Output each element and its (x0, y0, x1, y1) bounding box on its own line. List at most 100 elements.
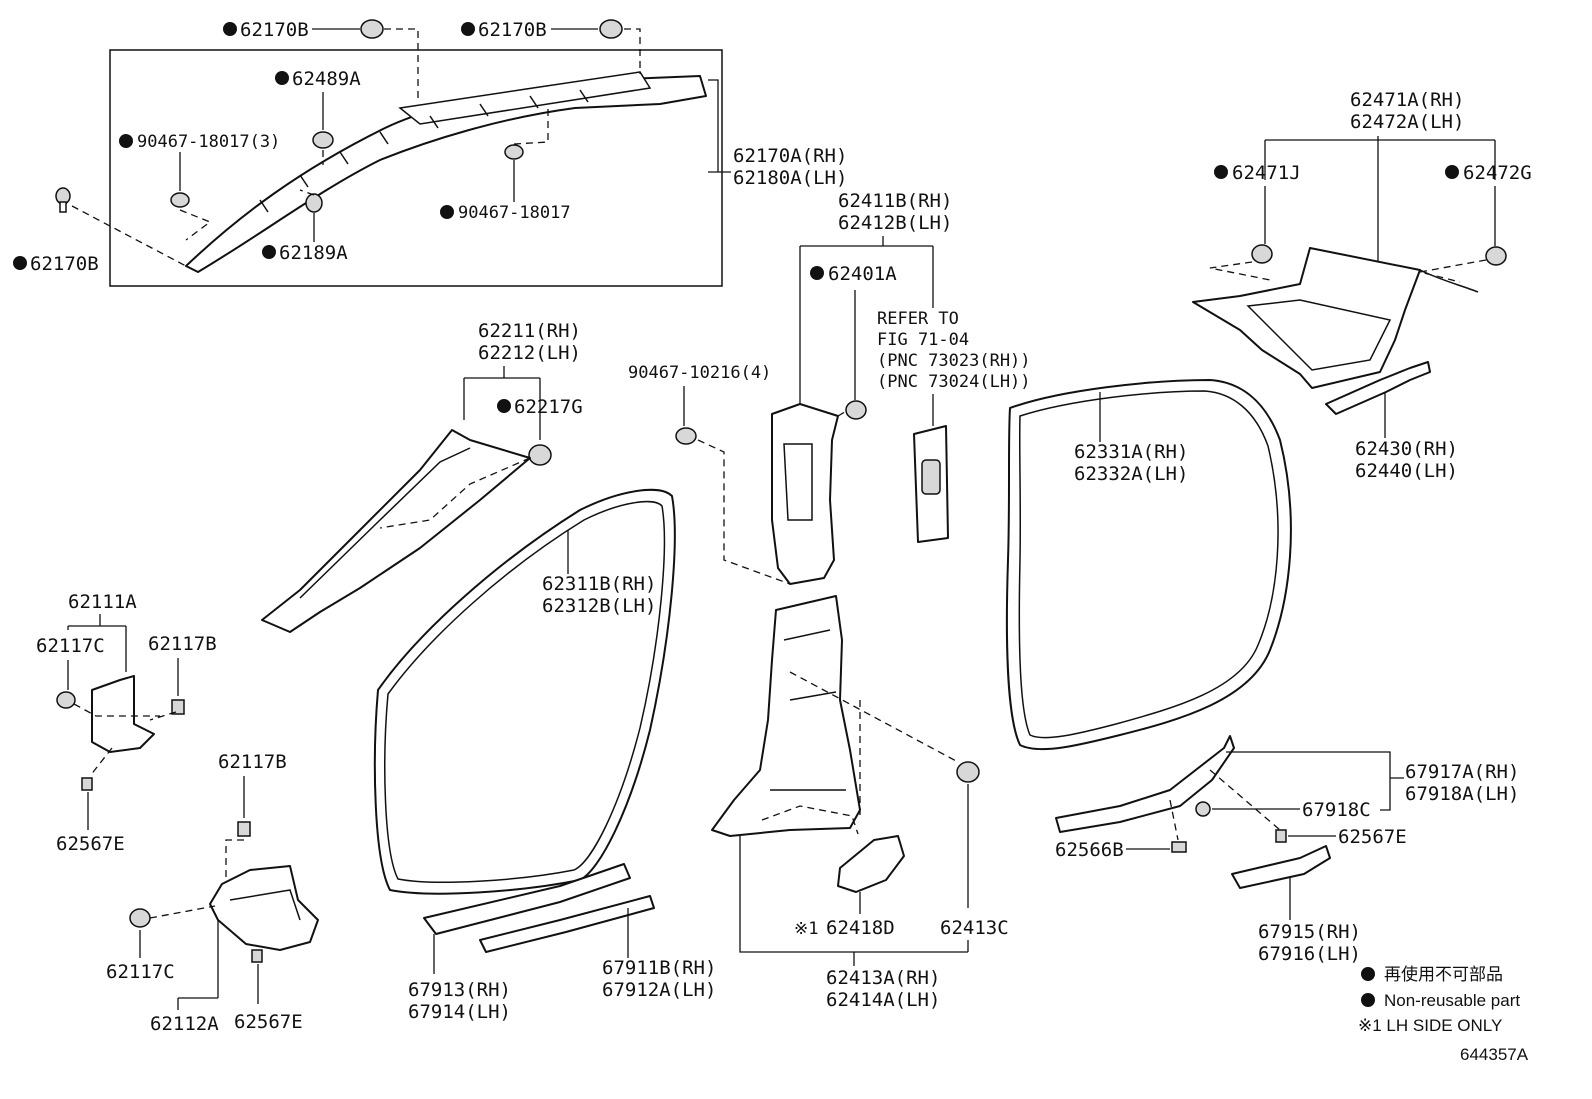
seatbelt-adjuster-slider (921, 459, 941, 495)
nonreusable-dot-62489A (275, 71, 289, 85)
rear-door-scuff-plate (1231, 845, 1331, 889)
label-62471A-rh: 62471A(RH) (1350, 89, 1464, 111)
nonreusable-dot-62472G (1445, 165, 1459, 179)
label-62331A-rh: 62331A(RH) (1074, 441, 1188, 463)
nonreusable-dot-62471J (1214, 165, 1228, 179)
rear-pillar-lower-strip (1325, 361, 1431, 415)
nonreusable-dot-62189A (262, 245, 276, 259)
label-62117C-bot: 62117C (106, 961, 175, 983)
clip-62567E-bot (251, 949, 263, 963)
label-62414A-lh: 62414A(LH) (826, 989, 940, 1011)
clip-62117C-top (56, 691, 76, 709)
front-door-weatherstrip-inner (384, 500, 666, 883)
label-62472A-lh: 62472A(LH) (1350, 111, 1464, 133)
roof-rail-trim-detail (398, 71, 652, 125)
legend-note: ※1 LH SIDE ONLY (1358, 1016, 1502, 1035)
label-62217G: 62217G (514, 396, 583, 418)
label-62489A: 62489A (292, 68, 361, 90)
label-67915-rh: 67915(RH) (1258, 921, 1361, 943)
label-62401A: 62401A (828, 263, 897, 285)
label-67918A-lh: 67918A(LH) (1405, 783, 1519, 805)
label-refer-fig: FIG 71-04 (877, 330, 969, 350)
label-62117C-top: 62117C (36, 635, 105, 657)
label-62471J: 62471J (1232, 162, 1301, 184)
label-62412B-lh: 62412B(LH) (838, 212, 952, 234)
nonreusable-dot-62401A (810, 266, 824, 280)
rear-pillar-garnish-window (1246, 299, 1392, 371)
label-62567E-right: 62567E (1338, 826, 1407, 848)
label-refer-to: REFER TO (877, 309, 959, 329)
legend-dot-jp (1361, 967, 1375, 981)
label-90467-18017: 90467-18017 (458, 203, 571, 223)
label-62311B-rh: 62311B(RH) (542, 573, 656, 595)
front-door-scuff-plate (479, 895, 655, 953)
label-62566B: 62566B (1055, 839, 1124, 861)
clip-62567E-right (1275, 829, 1287, 843)
label-62418D: 62418D (826, 917, 895, 939)
label-62117B-mid: 62117B (218, 751, 287, 773)
label-62411B-rh: 62411B(RH) (838, 190, 952, 212)
legend-text-jp: 再使用不可部品 (1384, 964, 1503, 984)
clip-62217G (528, 444, 552, 466)
label-62312B-lh: 62312B(LH) (542, 595, 656, 617)
clip-62401A (845, 400, 867, 420)
label-62430-rh: 62430(RH) (1355, 438, 1458, 460)
label-refer-pnc-rh: (PNC 73023(RH)) (877, 351, 1031, 371)
cowl-side-trim (91, 675, 155, 753)
label-62413C: 62413C (940, 917, 1009, 939)
clip-62117C-bot (129, 908, 151, 928)
nonreusable-dot-62170B-left (13, 256, 27, 270)
clip-62189A (305, 193, 323, 213)
label-67911B-rh: 67911B(RH) (602, 957, 716, 979)
legend-dot-en (1361, 993, 1375, 1007)
label-67912A-lh: 67912A(LH) (602, 979, 716, 1001)
label-62212-lh: 62212(LH) (478, 342, 581, 364)
label-90467-18017-3: 90467-18017(3) (137, 132, 280, 152)
center-pillar-lower-detail (770, 629, 846, 791)
nonreusable-dot-90467-18017 (440, 205, 454, 219)
airbag-trim-group-box (109, 49, 723, 287)
center-pillar-bracket (837, 835, 905, 893)
label-62112A: 62112A (150, 1013, 219, 1035)
clip-62566B (1171, 841, 1187, 853)
clip-67918C (1195, 801, 1211, 817)
clip-90467-10216 (675, 427, 697, 445)
label-62567E-left: 62567E (56, 833, 125, 855)
label-67913-rh: 67913(RH) (408, 979, 511, 1001)
nonreusable-dot-62170B-top2 (461, 22, 475, 36)
clip-62489A (312, 131, 334, 149)
nonreusable-dot-62170B-top1 (223, 22, 237, 36)
clip-62117B-top (171, 699, 185, 715)
clip-62117B-mid (237, 821, 251, 837)
label-62170B-top1: 62170B (240, 19, 309, 41)
rear-scuff-plate (1055, 735, 1235, 833)
label-62440-lh: 62440(LH) (1355, 460, 1458, 482)
clip-62472G (1485, 246, 1507, 266)
rear-door-weatherstrip-inner (1018, 390, 1279, 739)
label-62170B-top2: 62170B (478, 19, 547, 41)
label-90467-10216-4: 90467-10216(4) (628, 363, 771, 383)
nonreusable-dot-90467-18017-3 (119, 134, 133, 148)
label-62211-rh: 62211(RH) (478, 320, 581, 342)
nonreusable-dot-62217G (497, 399, 511, 413)
clip-62471J (1251, 244, 1273, 264)
clip-90467-18017-3 (170, 192, 190, 208)
label-62567E-bot: 62567E (234, 1011, 303, 1033)
label-67917A-rh: 67917A(RH) (1405, 761, 1519, 783)
clip-62413C (956, 761, 980, 783)
front-scuff-plate-inner (423, 863, 631, 935)
rear-pillar-garnish-edge (1419, 269, 1479, 293)
center-pillar-lower-garnish (711, 595, 861, 837)
label-67916-lh: 67916(LH) (1258, 943, 1361, 965)
label-62418D-mark: ※1 (794, 919, 818, 939)
label-62170A-rh: 62170A(RH) (733, 145, 847, 167)
label-62111A: 62111A (68, 591, 137, 613)
label-67918C: 67918C (1302, 799, 1371, 821)
label-refer-pnc-lh: (PNC 73024(LH)) (877, 372, 1031, 392)
clip-62567E-left (81, 777, 93, 791)
label-62332A-lh: 62332A(LH) (1074, 463, 1188, 485)
clip-62170B-top2 (599, 19, 623, 39)
label-62180A-lh: 62180A(LH) (733, 167, 847, 189)
kick-panel-trim-edge (229, 889, 301, 921)
